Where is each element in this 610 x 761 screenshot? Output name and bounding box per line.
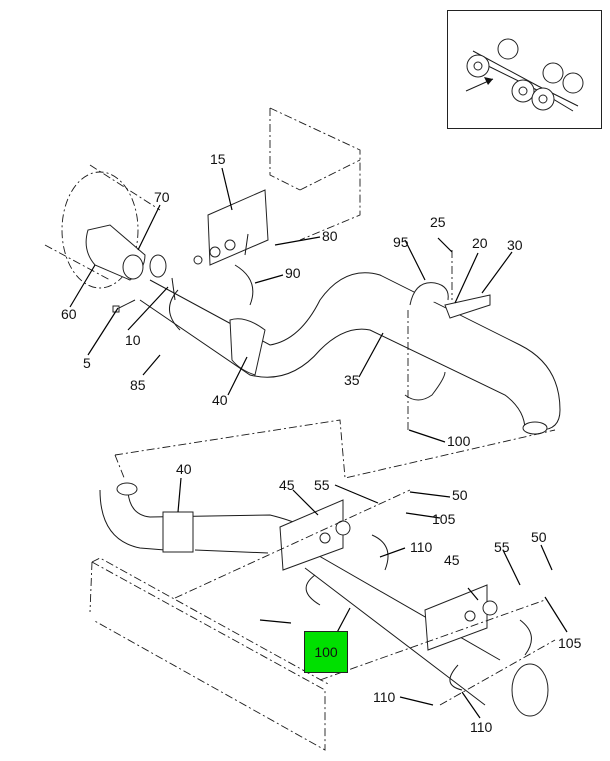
callout-105-upper[interactable]: 110: [410, 539, 433, 555]
callout-90[interactable]: 95: [393, 234, 409, 250]
frame-rail-lower: [89, 557, 331, 751]
callout-60[interactable]: 60: [61, 306, 77, 322]
engine-outlet: [44, 164, 161, 289]
callout-65[interactable]: 70: [154, 189, 170, 205]
callout-75[interactable]: 85: [130, 377, 146, 393]
callout-25[interactable]: 25: [430, 214, 446, 230]
callout-20[interactable]: 20: [472, 235, 488, 251]
chassis-locator-inset: [447, 10, 602, 129]
bracket-part-15: [193, 189, 269, 266]
callout-45-left[interactable]: 45: [279, 477, 295, 493]
reference-boundary: [114, 419, 556, 481]
callout-55-right[interactable]: 55: [494, 539, 510, 555]
callout-55-left[interactable]: 55: [314, 477, 330, 493]
hanger-clamp-part-90: [404, 250, 491, 430]
callout-50-right[interactable]: 50: [531, 529, 547, 545]
tailpipe-part-95: [299, 544, 549, 717]
clamp-part-60-65: [85, 224, 167, 281]
dash-guides: [174, 489, 556, 706]
callout-80[interactable]: 90: [285, 265, 301, 281]
callout-40-upper[interactable]: 40: [212, 392, 228, 408]
callout-110-lower[interactable]: 110: [373, 689, 396, 705]
callout-85[interactable]: 100: [447, 433, 471, 449]
brackets-part-45: [279, 499, 498, 651]
strap-clamps-upper: [169, 264, 254, 331]
callout-45-right[interactable]: 45: [444, 552, 460, 568]
pipe-upper: [139, 272, 561, 435]
strap-clamps-lower: [305, 534, 532, 691]
callout-10[interactable]: 10: [125, 332, 141, 348]
chassis-icon: [465, 38, 584, 112]
callout-15[interactable]: 15: [210, 151, 226, 167]
callout-95-highlighted[interactable]: 100: [304, 631, 348, 673]
frame-rail-upper: [269, 107, 361, 241]
callout-50-left[interactable]: 50: [452, 487, 468, 503]
leader-lines: [69, 167, 568, 719]
callout-100-left[interactable]: 105: [432, 511, 456, 527]
pipe-lower: [99, 482, 301, 554]
callout-30[interactable]: 30: [507, 237, 523, 253]
callout-35[interactable]: 35: [344, 372, 360, 388]
callout-70[interactable]: 80: [322, 228, 338, 244]
callout-100-right[interactable]: 105: [558, 635, 582, 651]
callout-40-lower[interactable]: 40: [176, 461, 192, 477]
callout-5[interactable]: 5: [83, 355, 91, 371]
callout-105-lower[interactable]: 110: [470, 719, 493, 735]
